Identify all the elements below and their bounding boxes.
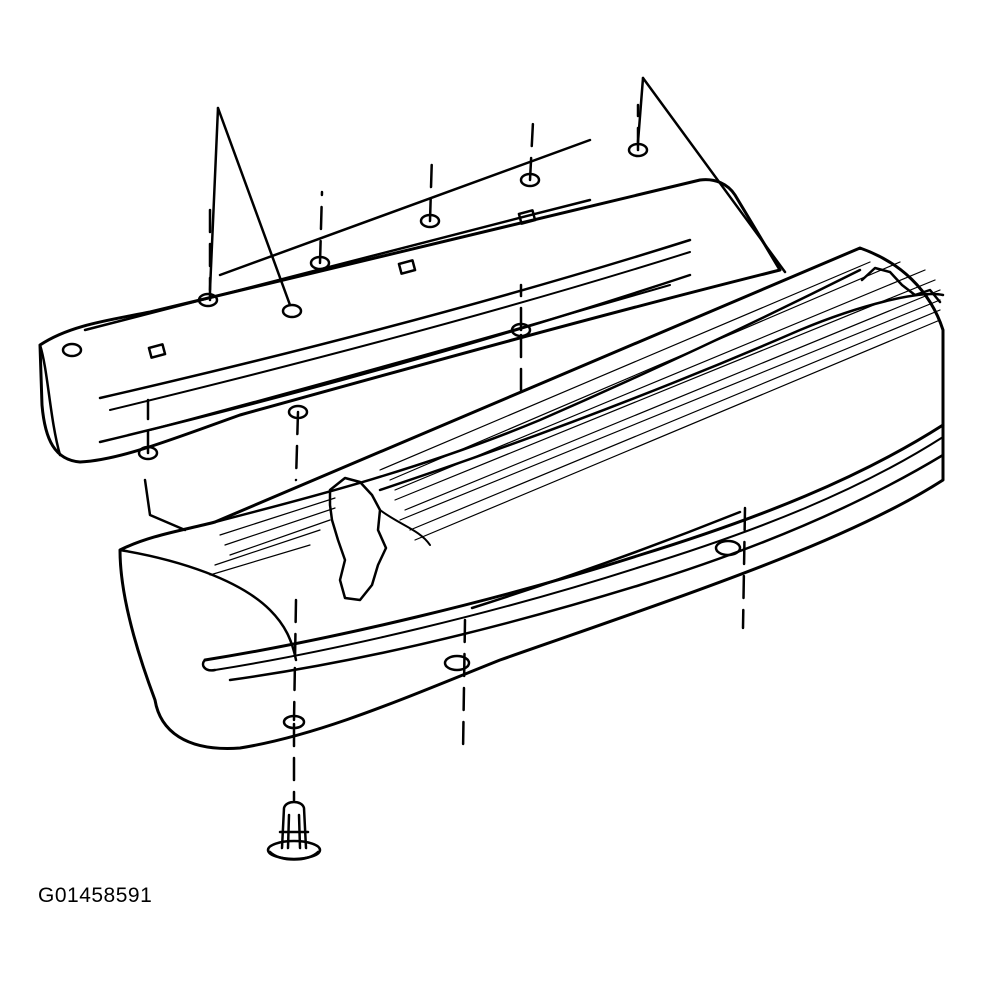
lower-fascia-outline <box>118 246 945 750</box>
cutaway-edge-right <box>860 266 942 304</box>
lower-fascia <box>118 246 945 750</box>
upper-fascia-top-ridge <box>218 138 592 277</box>
lower-fascia-molding-1b <box>214 436 944 671</box>
lower-fascia-molding-2 <box>228 453 945 682</box>
upper-fascia-lower-flare <box>143 478 187 532</box>
cutaway-break <box>379 509 431 546</box>
upper-fascia-channel-2b <box>149 284 671 431</box>
alignment-lines <box>146 103 747 802</box>
lower-fascia-molding-3 <box>470 510 742 610</box>
lower-fastener-holes <box>282 539 742 730</box>
lower-fascia-molding-cap <box>201 658 217 672</box>
cutaway-edge-left <box>328 476 388 602</box>
upper-fascia-cover <box>38 138 782 532</box>
upper-fascia-end-cap <box>38 343 62 457</box>
push-pin-retainer <box>266 800 322 861</box>
upper-fascia-channel-1 <box>98 238 692 400</box>
upper-fascia-channel-1b <box>109 251 691 411</box>
lower-fascia-molding-1 <box>203 423 945 662</box>
lower-fascia-top-lip <box>213 268 862 524</box>
leader-lines <box>208 76 787 307</box>
figure-id-label: G01458591 <box>38 884 153 907</box>
upper-fascia-top-edge <box>83 198 592 332</box>
lower-fascia-corner <box>118 548 298 662</box>
lower-fascia-grille <box>209 261 941 576</box>
